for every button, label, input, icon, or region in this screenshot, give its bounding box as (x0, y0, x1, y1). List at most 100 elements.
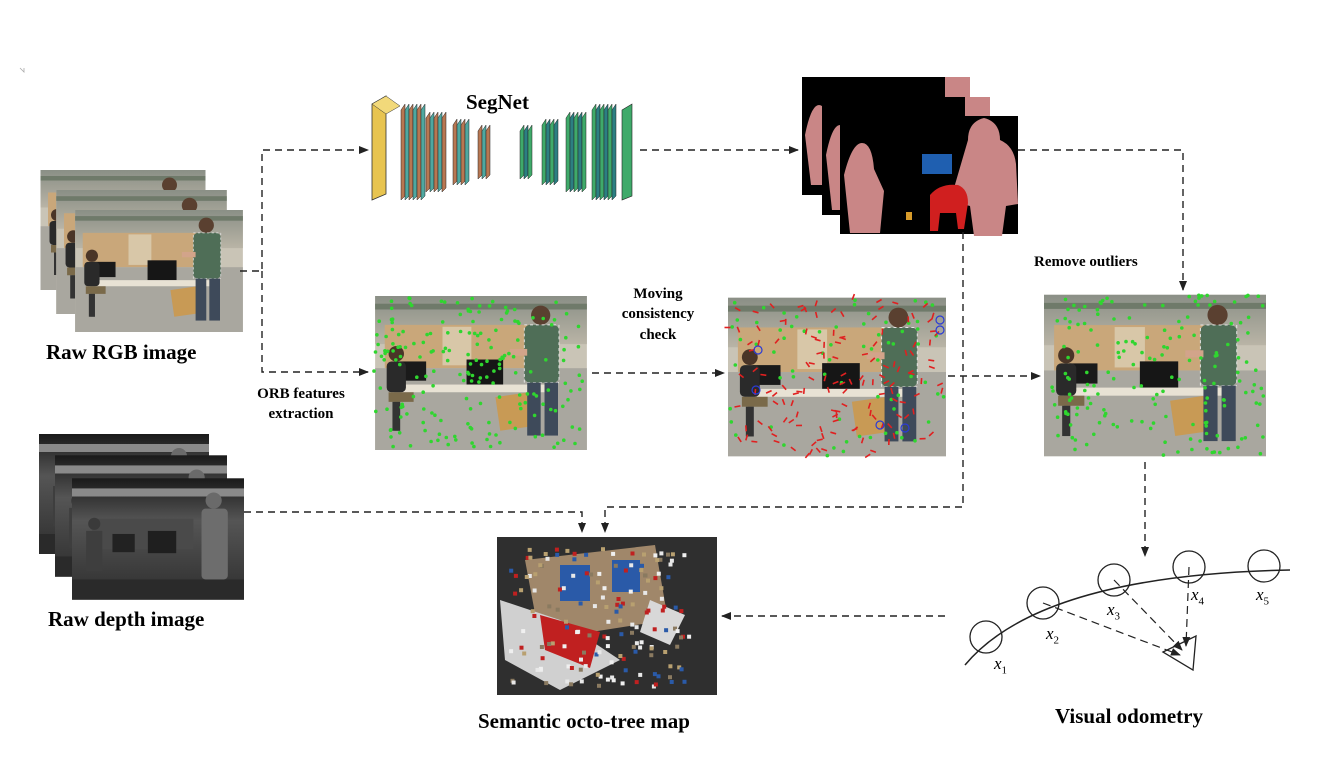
octo-voxel (620, 601, 625, 606)
feature-point (1122, 349, 1126, 353)
outlier-vector (823, 375, 827, 382)
feature-point (1088, 401, 1093, 406)
outlier-marker (753, 345, 763, 355)
outlier-vector (909, 350, 915, 356)
outlier-vector (804, 452, 810, 459)
segnet-layer (400, 103, 406, 201)
segnet-layer (549, 118, 555, 186)
feature-point (1161, 453, 1166, 457)
outlier-vector (896, 413, 903, 419)
feature-point (1103, 413, 1107, 418)
outlier-marker (751, 385, 761, 395)
segnet-output-block (621, 103, 633, 201)
feature-point (1085, 406, 1090, 410)
feature-point (1116, 350, 1121, 355)
octo-voxel (668, 562, 673, 567)
octo-voxel (522, 651, 527, 656)
segnet-layer (519, 124, 525, 180)
outlier-vector (745, 434, 749, 441)
feature-point (827, 358, 832, 362)
octo-voxel (653, 682, 658, 687)
rgb-frame-3 (74, 210, 244, 332)
octo-voxel (604, 605, 609, 609)
octo-voxel (663, 650, 668, 654)
feature-point (924, 300, 928, 305)
octo-voxel (611, 551, 616, 556)
feature-point (478, 331, 483, 336)
feature-point (1161, 303, 1165, 308)
octo-voxel (535, 667, 540, 672)
feature-point (1052, 403, 1057, 407)
feature-point (479, 362, 484, 367)
feature-point (513, 371, 518, 375)
outlier-vector (751, 440, 758, 443)
outlier-vector (790, 446, 797, 452)
feature-point (552, 318, 557, 322)
feature-point (390, 320, 395, 325)
feature-point (1148, 356, 1152, 361)
feature-point (391, 349, 395, 353)
octo-voxel (511, 680, 516, 685)
feature-point (437, 432, 442, 437)
octo-voxel (655, 558, 660, 563)
arrow-mask-to-remove-outliers (1018, 149, 1187, 291)
segnet-layer (420, 103, 426, 201)
feature-point (1239, 437, 1244, 441)
octo-voxel (668, 664, 673, 669)
feature-point (549, 323, 554, 327)
feature-point (475, 342, 480, 347)
outlier-vector (927, 317, 933, 323)
feature-point (580, 379, 584, 384)
arrow-rgb-to-orb (261, 271, 369, 376)
feature-point (1212, 299, 1217, 304)
feature-point (1130, 339, 1135, 344)
feature-point (1259, 386, 1264, 391)
feature-point (444, 435, 449, 440)
octo-voxel (615, 602, 620, 607)
feature-point (892, 407, 896, 411)
octo-voxel (561, 586, 566, 591)
raw-depth-image-stack (39, 434, 244, 600)
octo-tree-map-image (497, 537, 717, 695)
outlier-vector (760, 373, 767, 377)
outlier-vector (877, 305, 884, 311)
segnet-layers (400, 103, 633, 201)
outlier-vector (808, 448, 814, 455)
octo-voxel (630, 630, 634, 635)
feature-point (517, 393, 522, 397)
segnet-layer (607, 103, 613, 201)
outlier-vector (931, 312, 935, 319)
outlier-vector (805, 361, 811, 368)
segnet-layer (485, 124, 491, 180)
feature-point (923, 380, 928, 385)
feature-point (1112, 317, 1116, 321)
octo-voxel (584, 571, 589, 576)
feature-point (472, 444, 476, 449)
feature-point (868, 435, 873, 440)
feature-point (1084, 442, 1089, 447)
octo-voxel (530, 609, 535, 614)
pose-node-5 (1247, 549, 1281, 583)
outlier-vector (819, 425, 823, 433)
feature-point (555, 441, 560, 446)
octo-voxel (513, 591, 518, 596)
feature-point (1238, 320, 1243, 325)
feature-point (1196, 303, 1200, 307)
octo-voxel (659, 586, 664, 591)
octo-voxel (623, 568, 628, 573)
feature-point (389, 435, 393, 439)
octo-voxel (675, 644, 680, 649)
feature-point (440, 320, 445, 324)
octo-map-label: Semantic octo-tree map (478, 709, 690, 733)
feature-point (577, 427, 582, 431)
octo-voxel (664, 628, 669, 633)
feature-point (1055, 319, 1060, 323)
outlier-vector (738, 373, 745, 379)
outlier-vector (912, 408, 915, 415)
octo-voxel (613, 563, 618, 568)
feature-point (477, 304, 482, 308)
feature-point (373, 350, 378, 354)
feature-point (1105, 296, 1109, 301)
outlier-vector (773, 439, 780, 444)
feature-point (1243, 436, 1248, 440)
